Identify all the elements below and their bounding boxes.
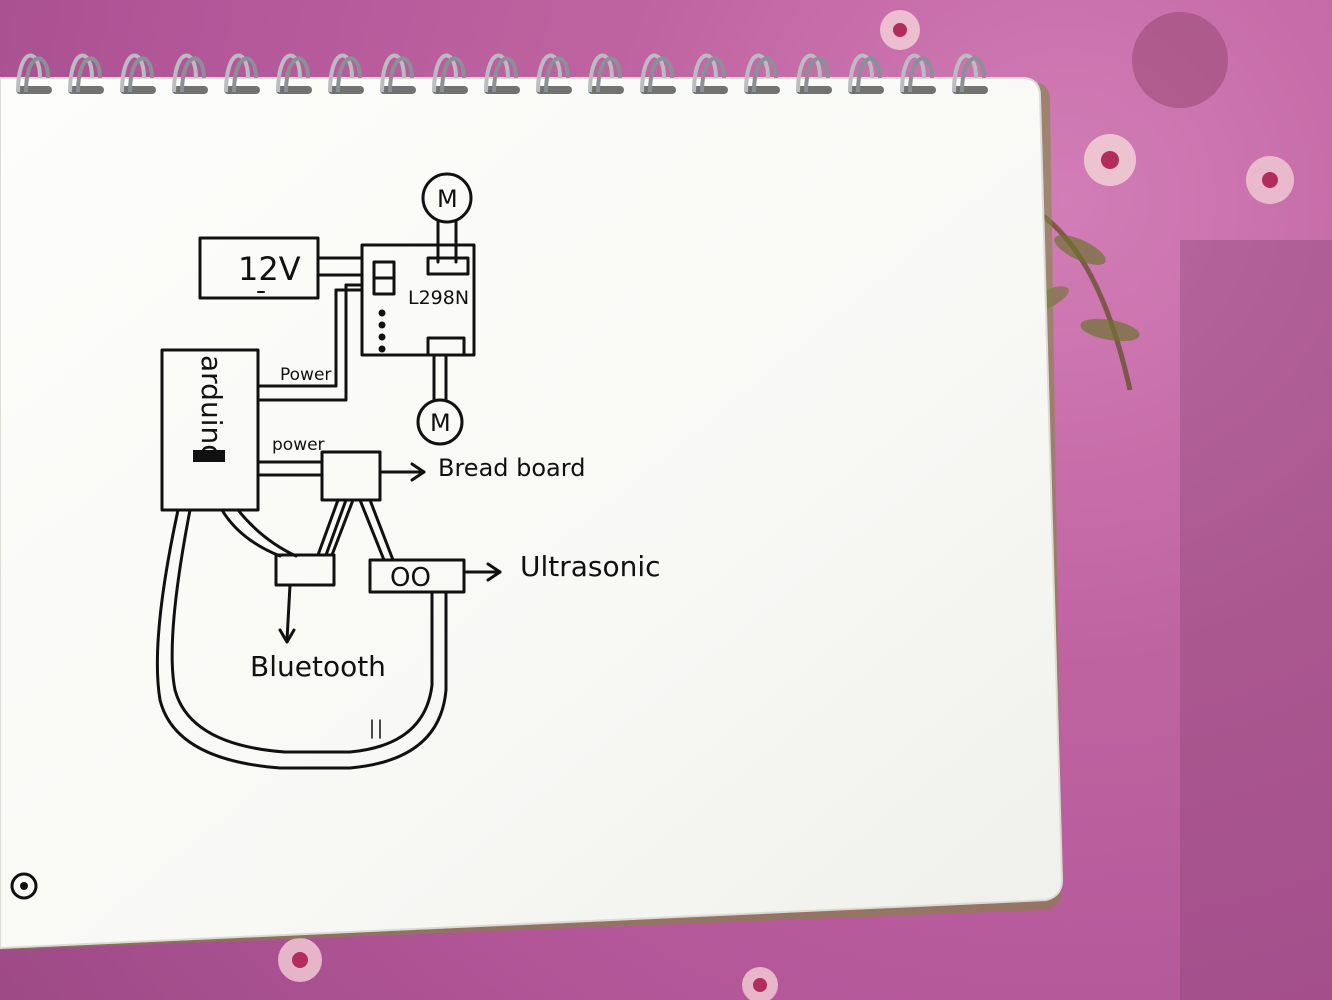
spiral-ring	[536, 53, 572, 94]
driver-board	[360, 243, 476, 357]
spiral-ring	[640, 53, 676, 94]
spiral-ring	[276, 53, 312, 94]
power-top-label: Power	[280, 365, 331, 385]
spiral-ring	[224, 53, 260, 94]
spiral-ring	[588, 53, 624, 94]
spiral-ring	[328, 53, 364, 94]
breadboard-label: Bread board	[438, 454, 585, 482]
spiral-ring	[16, 53, 52, 94]
spiral-ring	[744, 53, 780, 94]
spiral-ring	[484, 53, 520, 94]
motor-bottom-symbol	[416, 398, 464, 446]
arduino-label: arduino	[195, 355, 228, 461]
bluetooth-label: Bluetooth	[250, 650, 386, 683]
spiral-ring	[692, 53, 728, 94]
battery-label: 12V	[238, 250, 301, 288]
spiral-ring	[172, 53, 208, 94]
page-corner-mark	[10, 872, 38, 900]
battery-box	[198, 236, 320, 300]
ultrasonic-label: Ultrasonic	[520, 550, 661, 583]
motor-top-label: M	[437, 185, 458, 213]
wiring-diagram	[155, 172, 502, 770]
motor-bottom-label: M	[430, 409, 451, 437]
bluetooth-box	[274, 553, 336, 587]
spiral-ring	[848, 53, 884, 94]
spiral-ring	[900, 53, 936, 94]
ultrasonic-box	[368, 558, 466, 594]
notebook-page	[0, 77, 1064, 950]
spiral-ring	[432, 53, 468, 94]
spiral-ring	[952, 53, 988, 94]
spiral-ring	[796, 53, 832, 94]
arduino-board	[160, 348, 260, 512]
driver-terminal-top	[426, 256, 470, 276]
driver-label: L298N	[408, 287, 469, 309]
motor-top-symbol	[421, 172, 473, 224]
spiral-ring	[380, 53, 416, 94]
spiral-binding	[16, 53, 988, 94]
spiral-ring	[120, 53, 156, 94]
power-bottom-label: power	[272, 435, 325, 455]
ultrasonic-eyes-label: OO	[390, 563, 431, 593]
spiral-ring	[68, 53, 104, 94]
